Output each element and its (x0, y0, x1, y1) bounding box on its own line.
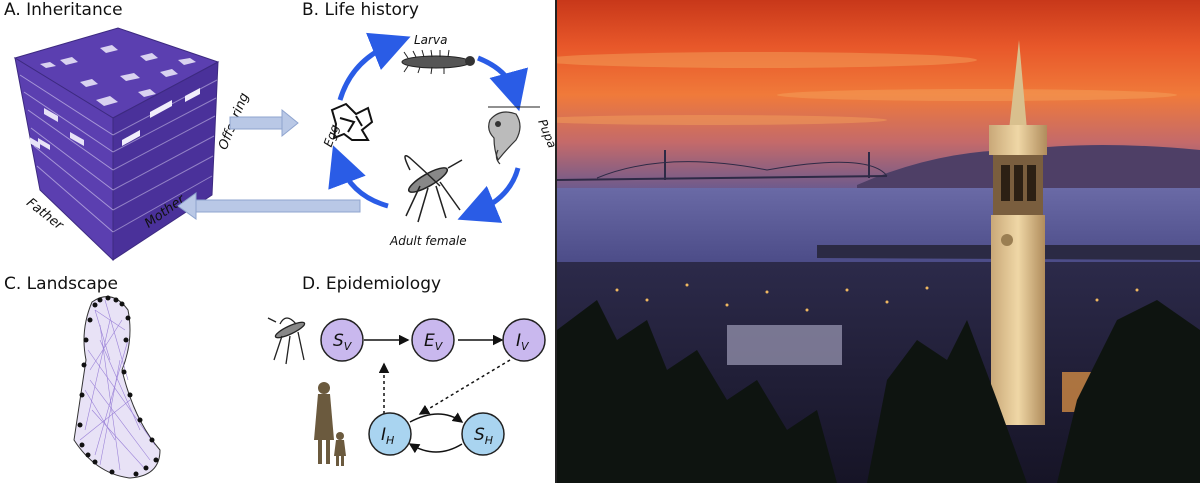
epi-edges (364, 334, 511, 454)
cube-light-cells (40, 45, 196, 106)
node-sv: SV (320, 318, 364, 362)
panel-d-label: D. Epidemiology (302, 274, 442, 294)
edge-iv-ih (418, 359, 511, 415)
stage-larva-label: Larva (414, 33, 447, 47)
egg-to-larva-arrow (337, 32, 411, 101)
landscape-network (73, 295, 161, 479)
stage-pupa-label: Pupa (535, 117, 555, 150)
flow-arrow-left (177, 192, 361, 220)
panel-divider (555, 0, 557, 483)
svg-text:IH: IH (381, 425, 394, 447)
svg-text:IV: IV (516, 331, 530, 353)
stage-adult-label: Adult female (389, 234, 467, 248)
lifecycle-arrows (328, 32, 529, 223)
inheritance-cube (13, 27, 220, 262)
flow-arrow-right (229, 108, 299, 138)
pupa-to-adult-arrow (457, 167, 521, 223)
panels-graphic: Father Mother Offspring (13, 27, 555, 479)
node-sh: SH (461, 412, 505, 456)
larva-to-pupa-arrow (477, 55, 529, 112)
panel-c-label: C. Landscape (4, 274, 119, 294)
svg-text:EV: EV (424, 331, 444, 353)
edge-sh-ih (408, 443, 463, 454)
node-ih: IH (368, 412, 412, 456)
figure-panels: A. Inheritance B. Life history C. Landsc… (0, 0, 555, 483)
campanile-tower (989, 40, 1047, 425)
node-iv: IV (502, 318, 546, 362)
foreground-trees (557, 300, 1200, 483)
adult-to-egg-arrow (328, 145, 389, 209)
node-ev: EV (411, 318, 455, 362)
cube-right-face (112, 61, 219, 261)
svg-text:SV: SV (333, 331, 353, 353)
panel-b-label: B. Life history (302, 0, 419, 20)
edge-ih-sh (409, 412, 464, 423)
campanile-sunset-photo (557, 0, 1200, 483)
larva-icon (401, 49, 475, 75)
mother-child-icon (314, 382, 346, 466)
photo-scene (557, 0, 1200, 483)
small-mosquito-icon (267, 317, 306, 365)
golden-gate-bridge (557, 150, 888, 181)
svg-text:SH: SH (474, 425, 493, 447)
cube-left-cells (30, 108, 84, 150)
pupa-icon (488, 106, 540, 165)
panel-a-label: A. Inheritance (4, 0, 123, 20)
cube-right-cells (122, 88, 200, 146)
mosquito-icon (404, 155, 463, 223)
cube-left-layers (19, 74, 114, 233)
egg-icon (330, 102, 374, 141)
